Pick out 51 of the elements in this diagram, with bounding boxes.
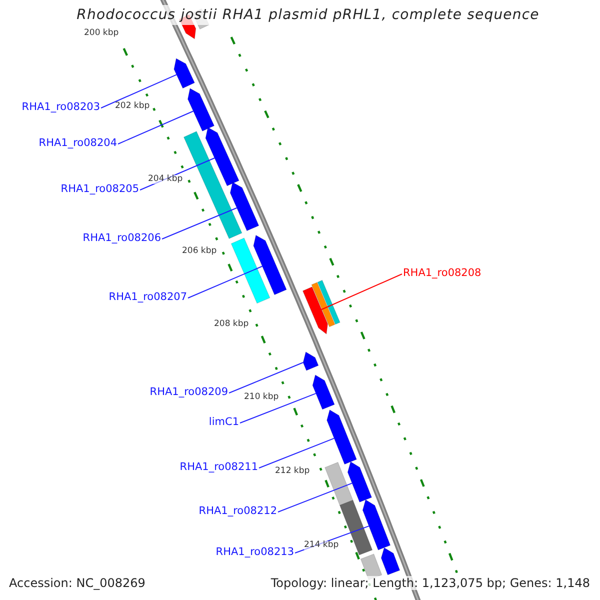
leader-line (228, 362, 304, 394)
scale-label: 210 kbp (244, 393, 279, 402)
gene-block (312, 374, 335, 410)
leader-line (240, 392, 316, 424)
gene-block (326, 409, 357, 465)
gene-label: RHA1_ro08209 (150, 387, 228, 398)
gene-block (339, 500, 373, 556)
scale-label: 212 kbp (275, 467, 310, 476)
scale-label: 204 kbp (148, 175, 183, 184)
leader-line (118, 110, 194, 144)
scale-label: 206 kbp (182, 247, 217, 256)
leader-line (162, 207, 238, 240)
leader-line (321, 274, 402, 310)
gene-block (324, 462, 354, 506)
scale-label: 214 kbp (304, 541, 339, 550)
gene-block (174, 58, 195, 89)
gene-label: RHA1_ro08213 (216, 547, 294, 558)
gene-label: RHA1_ro08206 (82, 233, 161, 244)
title: Rhodococcus jostii RHA1 plasmid pRHL1, complete sequence (74, 5, 542, 25)
gene-label: RHA1_ro08212 (198, 506, 277, 516)
gene-block (380, 547, 400, 576)
gene-block (183, 131, 242, 239)
gene-label: RHA1_ro08204 (38, 138, 117, 148)
gene-block (187, 88, 215, 132)
scale-label: 208 kbp (214, 320, 249, 328)
gene-label: limC1 (208, 417, 239, 428)
gene-label: RHA1_ro08205 (60, 184, 139, 194)
gene-label: RHA1_ro08208 (403, 268, 482, 278)
gene-block (362, 499, 391, 550)
gene-block (302, 352, 319, 371)
gene-block (205, 126, 240, 186)
gene-block (230, 182, 260, 232)
gene-label: RHA1_ro08211 (180, 462, 258, 472)
gene-label: RHA1_ro08203 (22, 102, 100, 112)
footer-text: Accession: NC_008269 (9, 576, 146, 590)
gene-block (230, 238, 270, 304)
gene-block (302, 286, 328, 335)
scale-label: 202 kbp (115, 102, 150, 110)
footer-text: Topology: linear; Length: 1,123,075 bp; Genes: 1,148 (270, 576, 590, 590)
gene-block (347, 461, 372, 502)
gene-label: RHA1_ro08207 (108, 292, 187, 302)
leader-line (100, 74, 178, 108)
gene-block (311, 282, 336, 328)
gene-block (253, 234, 287, 296)
gene-block (317, 280, 340, 325)
leader-line (294, 526, 370, 554)
leader-line (278, 482, 353, 512)
leader-line (140, 158, 216, 190)
scale-label: 200 kbp (84, 29, 119, 38)
leader-line (258, 438, 335, 468)
leader-line (188, 266, 263, 298)
